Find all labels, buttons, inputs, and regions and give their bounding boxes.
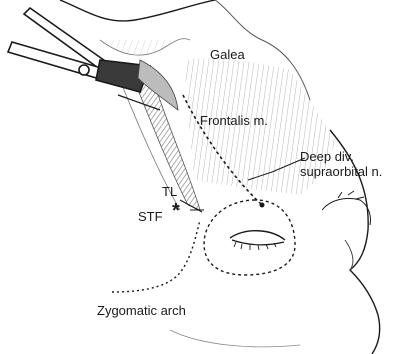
label-deep-div-line1: Deep div. (300, 149, 382, 164)
eyebrow (322, 191, 371, 225)
label-temporal-line: TL (162, 185, 177, 198)
eye-drawing (230, 231, 285, 250)
label-zygomatic-arch: Zygomatic arch (97, 304, 186, 317)
label-galea: Galea (210, 48, 245, 61)
label-deep-div-line2: supraorbital n. (300, 164, 382, 179)
asterisk-marker: * (172, 201, 180, 221)
scissors-instrument (8, 8, 160, 110)
nerve-exit-point (260, 203, 265, 208)
label-deep-division-supraorbital-nerve: Deep div. supraorbital n. (300, 149, 382, 179)
zygomatic-arch-dotted (112, 220, 200, 292)
label-frontalis-muscle: Frontalis m. (200, 114, 268, 127)
label-superior-temporal-fusion: STF (138, 210, 163, 223)
